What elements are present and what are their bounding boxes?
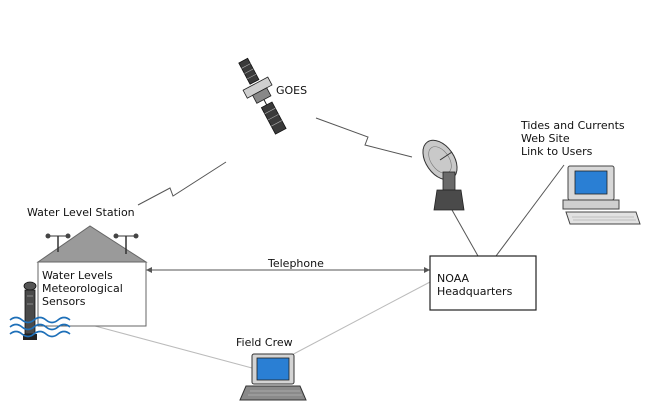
noaa-box (429, 255, 537, 311)
field-crew-to-noaa-link (285, 281, 431, 359)
satellite-dish-icon (422, 139, 465, 211)
station-box-line: Meteorological (42, 282, 123, 295)
web-site-line: Web Site (521, 132, 570, 145)
web-site-line: Tides and Currents (521, 119, 625, 132)
station-box-line: Water Levels (42, 269, 113, 282)
goes-label: GOES (276, 84, 308, 97)
web-site-label: Tides and Currents Web Site Link to User… (521, 119, 625, 158)
station-box-line: Sensors (42, 295, 86, 308)
station-box (37, 261, 147, 327)
water-level-station (36, 225, 148, 327)
noaa-box-line: NOAA (437, 272, 470, 285)
dish-to-noaa-link (451, 209, 479, 257)
telephone-label: Telephone (268, 257, 324, 270)
goes-satellite-icon (238, 57, 287, 135)
noaa-box-line: Headquarters (437, 285, 513, 298)
water-level-station-label: Water Level Station (27, 206, 135, 219)
noaa-to-web-link (495, 164, 565, 257)
laptop-icon (239, 353, 307, 401)
station-roof (36, 225, 148, 263)
anemometer-right-icon (113, 233, 139, 254)
web-computer-icon (562, 165, 641, 225)
anemometer-left-icon (45, 233, 71, 252)
water-level-sensor-icon (23, 281, 37, 340)
noaa-box-text: NOAA Headquarters (437, 272, 512, 298)
telephone-arrow-right (424, 267, 430, 273)
field-crew-label: Field Crew (236, 336, 293, 349)
goes-to-dish-radio-link (315, 117, 413, 158)
web-site-line: Link to Users (521, 145, 593, 158)
station-to-field-crew-link (94, 325, 253, 369)
telephone-arrow-left (146, 267, 152, 273)
water-waves-icon (9, 316, 71, 338)
station-box-text: Water Levels Meteorological Sensors (42, 269, 123, 308)
station-to-goes-radio-link (137, 161, 227, 206)
